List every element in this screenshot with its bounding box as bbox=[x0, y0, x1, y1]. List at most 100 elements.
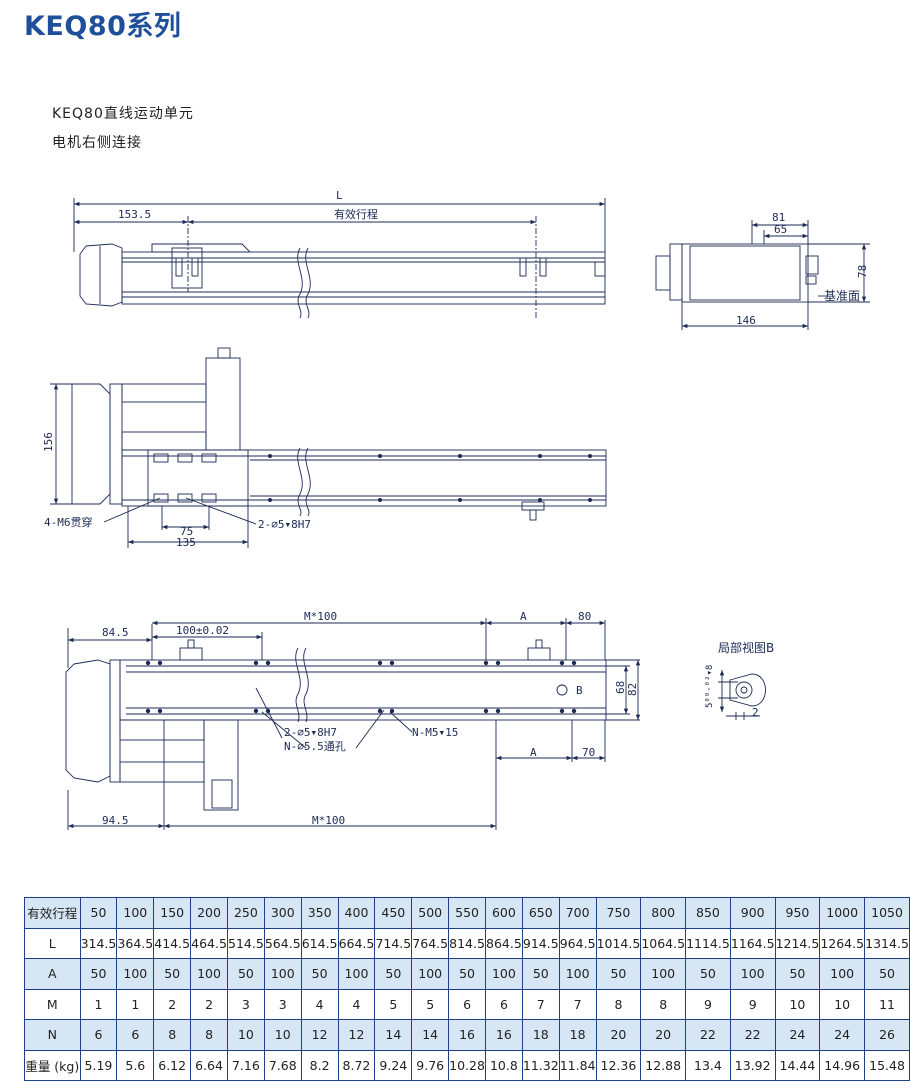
table-cell: 814.5 bbox=[448, 927, 486, 959]
subtitle-product: KEQ80直线运动单元 bbox=[52, 106, 194, 122]
side-view bbox=[73, 198, 606, 319]
table-cell: 12.36 bbox=[595, 1049, 642, 1081]
dim-153-5: 153.5 bbox=[118, 208, 151, 221]
m5-thread-label: N-M5▾15 bbox=[412, 726, 458, 739]
mounting-holes bbox=[145, 454, 592, 714]
dim-80: 80 bbox=[578, 610, 591, 623]
table-cell: 350 bbox=[300, 897, 339, 929]
dim-156: 156 bbox=[42, 432, 55, 452]
table-cell: 6.64 bbox=[190, 1049, 228, 1081]
table-cell: 9 bbox=[729, 988, 776, 1020]
table-cell: 50 bbox=[153, 958, 192, 990]
table-cell: 50 bbox=[448, 958, 486, 990]
table-cell: 4 bbox=[300, 988, 339, 1020]
m6-through-label: 4-M6贯穿 bbox=[44, 515, 93, 529]
table-cell: 14 bbox=[411, 1019, 450, 1051]
table-cell: 714.5 bbox=[374, 927, 413, 959]
detail-b-marker: B bbox=[576, 684, 583, 697]
dim-100-tol: 100±0.02 bbox=[176, 624, 229, 637]
table-cell: 7.68 bbox=[263, 1049, 302, 1081]
subtitle-connection: 电机右侧连接 bbox=[52, 135, 142, 151]
table-cell: 100 bbox=[337, 958, 376, 990]
table-cell: 664.5 bbox=[337, 927, 376, 959]
row-header: L bbox=[24, 927, 81, 959]
table-cell: 8 bbox=[640, 988, 687, 1020]
table-cell: 50 bbox=[521, 958, 560, 990]
table-cell: 550 bbox=[448, 897, 486, 929]
table-cell: 20 bbox=[640, 1019, 687, 1051]
table-cell: 100 bbox=[116, 897, 155, 929]
dim-stroke: 有效行程 bbox=[334, 207, 378, 221]
table-cell: 464.5 bbox=[190, 927, 228, 959]
table-cell: 6 bbox=[116, 1019, 155, 1051]
table-cell: 1 bbox=[79, 988, 118, 1020]
table-cell: 12 bbox=[337, 1019, 376, 1051]
table-cell: 650 bbox=[521, 897, 560, 929]
table-cell: 50 bbox=[685, 958, 731, 990]
table-cell: 1 bbox=[116, 988, 155, 1020]
table-cell: 1050 bbox=[864, 897, 910, 929]
table-cell: 50 bbox=[374, 958, 413, 990]
dim-a-bottom: A bbox=[530, 746, 537, 759]
table-cell: 7.16 bbox=[226, 1049, 265, 1081]
table-cell: 750 bbox=[595, 897, 642, 929]
table-cell: 450 bbox=[374, 897, 413, 929]
table-cell: 22 bbox=[729, 1019, 776, 1051]
table-cell: 11.84 bbox=[558, 1049, 597, 1081]
table-cell: 100 bbox=[729, 958, 776, 990]
table-cell: 1014.5 bbox=[595, 927, 642, 959]
table-cell: 100 bbox=[640, 958, 687, 990]
detail-view-b bbox=[718, 670, 766, 720]
table-cell: 6 bbox=[448, 988, 486, 1020]
dim-75: 75 bbox=[180, 525, 193, 538]
table-cell: 600 bbox=[484, 897, 523, 929]
dim-78: 78 bbox=[856, 265, 869, 278]
table-cell: 14.44 bbox=[774, 1049, 821, 1081]
table-cell: 22 bbox=[685, 1019, 731, 1051]
table-cell: 13.4 bbox=[685, 1049, 731, 1081]
table-cell: 764.5 bbox=[411, 927, 450, 959]
table-cell: 514.5 bbox=[226, 927, 265, 959]
dim-a-top: A bbox=[520, 610, 527, 623]
table-cell: 3 bbox=[263, 988, 302, 1020]
pin-hole-label-2: 2-⌀5▾8H7 bbox=[284, 726, 337, 739]
table-cell: 24 bbox=[819, 1019, 866, 1051]
table-cell: 5 bbox=[374, 988, 413, 1020]
table-cell: 1164.5 bbox=[729, 927, 776, 959]
table-cell: 24 bbox=[774, 1019, 821, 1051]
table-cell: 12 bbox=[300, 1019, 339, 1051]
table-cell: 8.72 bbox=[337, 1049, 376, 1081]
table-cell: 700 bbox=[558, 897, 597, 929]
table-cell: 16 bbox=[448, 1019, 486, 1051]
table-cell: 9 bbox=[685, 988, 731, 1020]
dim-65: 65 bbox=[774, 223, 787, 236]
table-cell: 100 bbox=[558, 958, 597, 990]
table-cell: 1114.5 bbox=[685, 927, 731, 959]
table-cell: 50 bbox=[300, 958, 339, 990]
table-cell: 414.5 bbox=[153, 927, 192, 959]
dim-81: 81 bbox=[772, 211, 785, 224]
table-cell: 10 bbox=[774, 988, 821, 1020]
table-cell: 100 bbox=[116, 958, 155, 990]
row-header: A bbox=[24, 958, 81, 990]
page-title: KEQ80系列 bbox=[24, 11, 182, 42]
table-cell: 10 bbox=[226, 1019, 265, 1051]
table-cell: 15.48 bbox=[864, 1049, 910, 1081]
table-cell: 864.5 bbox=[484, 927, 523, 959]
table-cell: 6 bbox=[484, 988, 523, 1020]
row-header: N bbox=[24, 1019, 81, 1051]
table-cell: 900 bbox=[729, 897, 776, 929]
top-view bbox=[50, 347, 607, 548]
table-cell: 10 bbox=[819, 988, 866, 1020]
table-cell: 18 bbox=[521, 1019, 560, 1051]
table-cell: 20 bbox=[595, 1019, 642, 1051]
table-cell: 100 bbox=[819, 958, 866, 990]
pin-hole-label: 2-⌀5▾8H7 bbox=[258, 518, 311, 531]
row-header: M bbox=[24, 988, 81, 1020]
table-cell: 10.28 bbox=[448, 1049, 486, 1081]
dim-94-5: 94.5 bbox=[102, 814, 129, 827]
